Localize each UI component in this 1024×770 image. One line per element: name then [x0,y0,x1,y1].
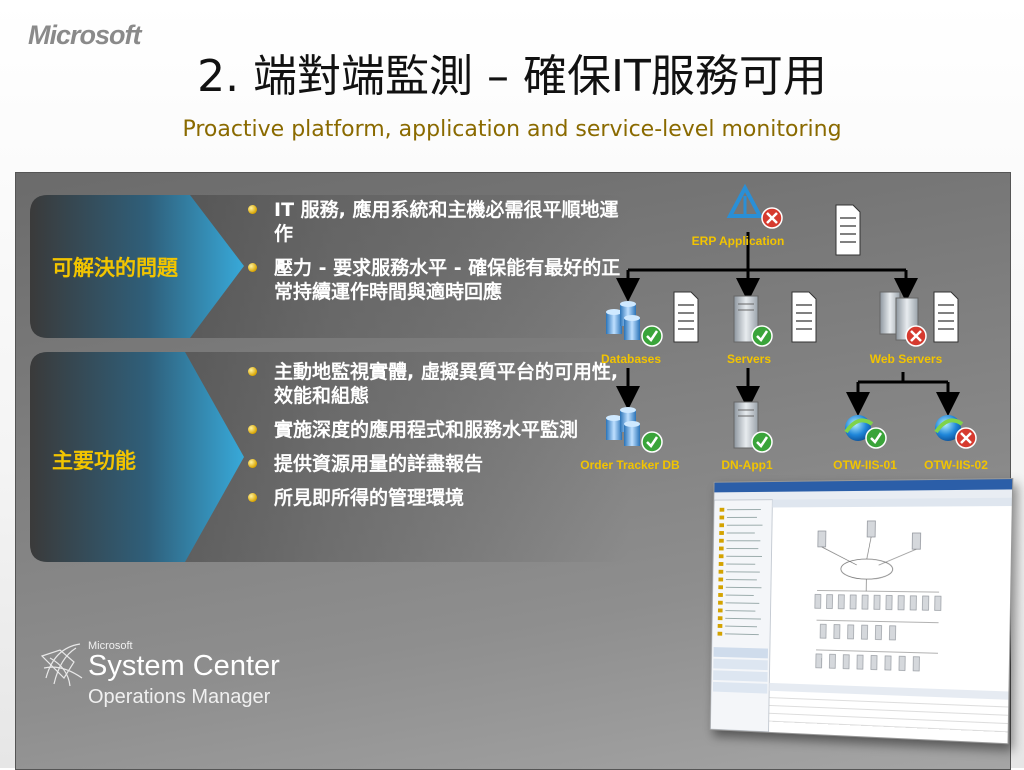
erp-application-icon [730,188,782,228]
servers-icon [734,296,772,346]
order-tracker-db-icon [606,407,662,452]
otw-iis-01-icon [845,415,886,448]
system-center-name: System Center [88,650,280,683]
otw-iis-02-icon [935,415,976,448]
dn-app1-label: DN-App1 [721,458,772,472]
order-tracker-db-label: Order Tracker DB [580,458,679,472]
dn-app1-icon [734,402,772,452]
web-servers-icon [880,292,926,346]
system-center-logo-icon [40,638,86,688]
databases-icon [606,301,662,346]
erp-application-label: ERP Application [692,234,785,248]
system-center-edition: Operations Manager [88,686,270,709]
servers-label: Servers [727,352,771,366]
console-screenshot-image [710,479,1012,743]
otw-iis-01-label: OTW-IIS-01 [833,458,897,472]
console-screenshot [709,478,1013,744]
otw-iis-02-label: OTW-IIS-02 [924,458,988,472]
databases-label: Databases [601,352,661,366]
web-servers-label: Web Servers [870,352,943,366]
